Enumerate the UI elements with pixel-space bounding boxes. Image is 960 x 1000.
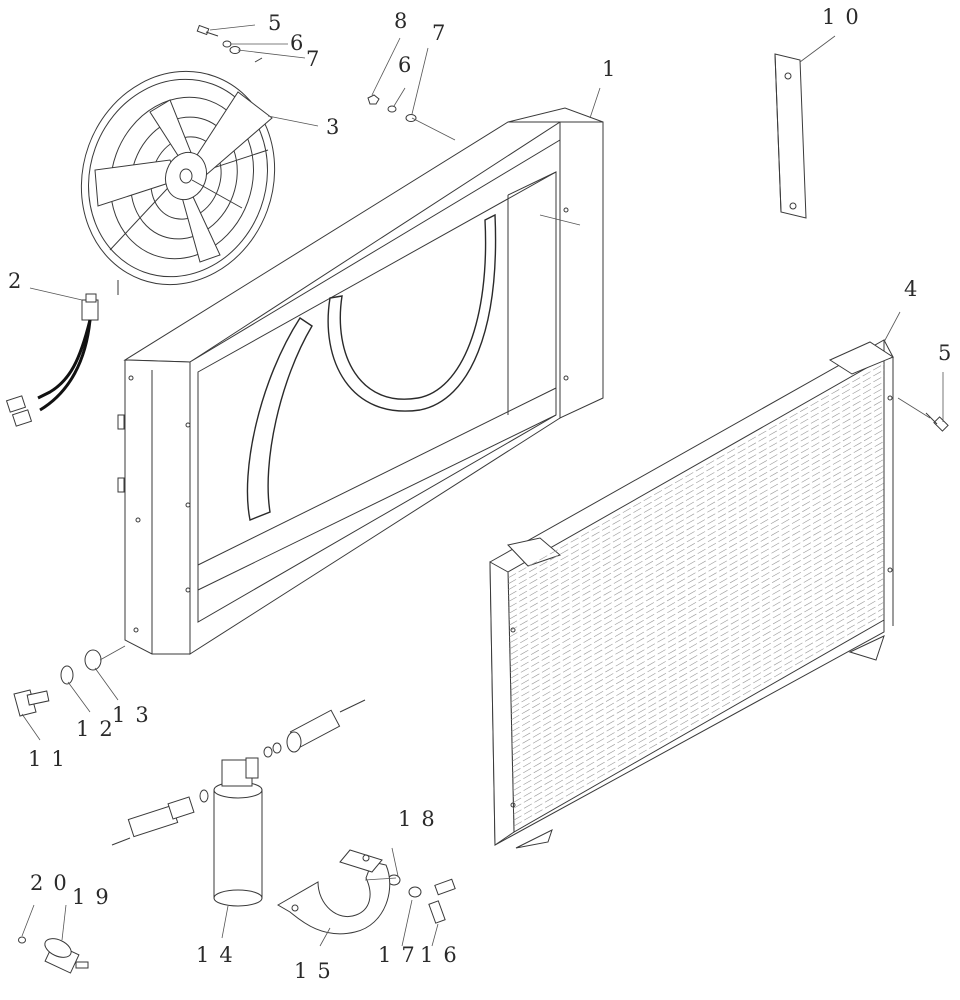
fin-line (513, 589, 885, 803)
callout-17: 17 (378, 943, 425, 967)
callout-11: 11 (28, 747, 75, 771)
fin-line (513, 607, 885, 821)
part-10-bracket (774, 53, 807, 219)
callout-10: 10 (822, 5, 869, 29)
callout-16: 16 (420, 943, 467, 967)
fin-line (512, 554, 885, 768)
callout-1: 1 (602, 57, 625, 81)
fin-line (513, 584, 885, 797)
callout-5-right: 5 (938, 341, 960, 365)
part-19-pressure-switch (18, 936, 89, 974)
fin-line (513, 601, 885, 815)
callout-19: 19 (72, 885, 119, 909)
callout-5-top: 5 (268, 11, 291, 35)
fin-line (512, 548, 885, 762)
callout-12: 12 (76, 717, 123, 741)
callout-2: 2 (8, 269, 31, 293)
fin-line (512, 560, 885, 774)
condenser-fins (507, 363, 885, 827)
leader-lines (21, 24, 944, 947)
part-14-receiver-drier (111, 699, 366, 907)
fin-line (508, 369, 885, 585)
part-4-condenser-core (489, 339, 895, 849)
fin-line (513, 613, 885, 827)
callout-20: 20 (30, 871, 77, 895)
fin-line (508, 375, 885, 590)
callout-14: 14 (196, 943, 243, 967)
part-15-clamp (277, 849, 391, 935)
callout-8: 8 (394, 9, 417, 33)
fin-line (512, 566, 885, 780)
fin-line (513, 595, 885, 809)
callout-15: 15 (294, 959, 341, 983)
fin-line (512, 542, 885, 756)
part-1-fan-shroud (117, 107, 604, 655)
fin-line (512, 578, 885, 791)
callout-6-top: 6 (290, 31, 313, 55)
callout-6-mid: 6 (398, 53, 421, 77)
fin-line (508, 381, 885, 596)
callout-3: 3 (326, 115, 349, 139)
callout-13: 13 (112, 703, 159, 727)
part-3-fan-assembly (80, 57, 276, 295)
callout-labels: 1 2 3 4 5 5 6 6 7 7 8 10 11 12 13 14 15 … (8, 5, 960, 983)
fin-line (507, 363, 885, 579)
part-2-wiring-harness (5, 293, 99, 427)
callout-7-top: 7 (306, 47, 329, 71)
fin-line (512, 572, 885, 785)
callout-18: 18 (398, 807, 445, 831)
callout-7-mid: 7 (432, 21, 455, 45)
callout-4: 4 (904, 277, 927, 301)
